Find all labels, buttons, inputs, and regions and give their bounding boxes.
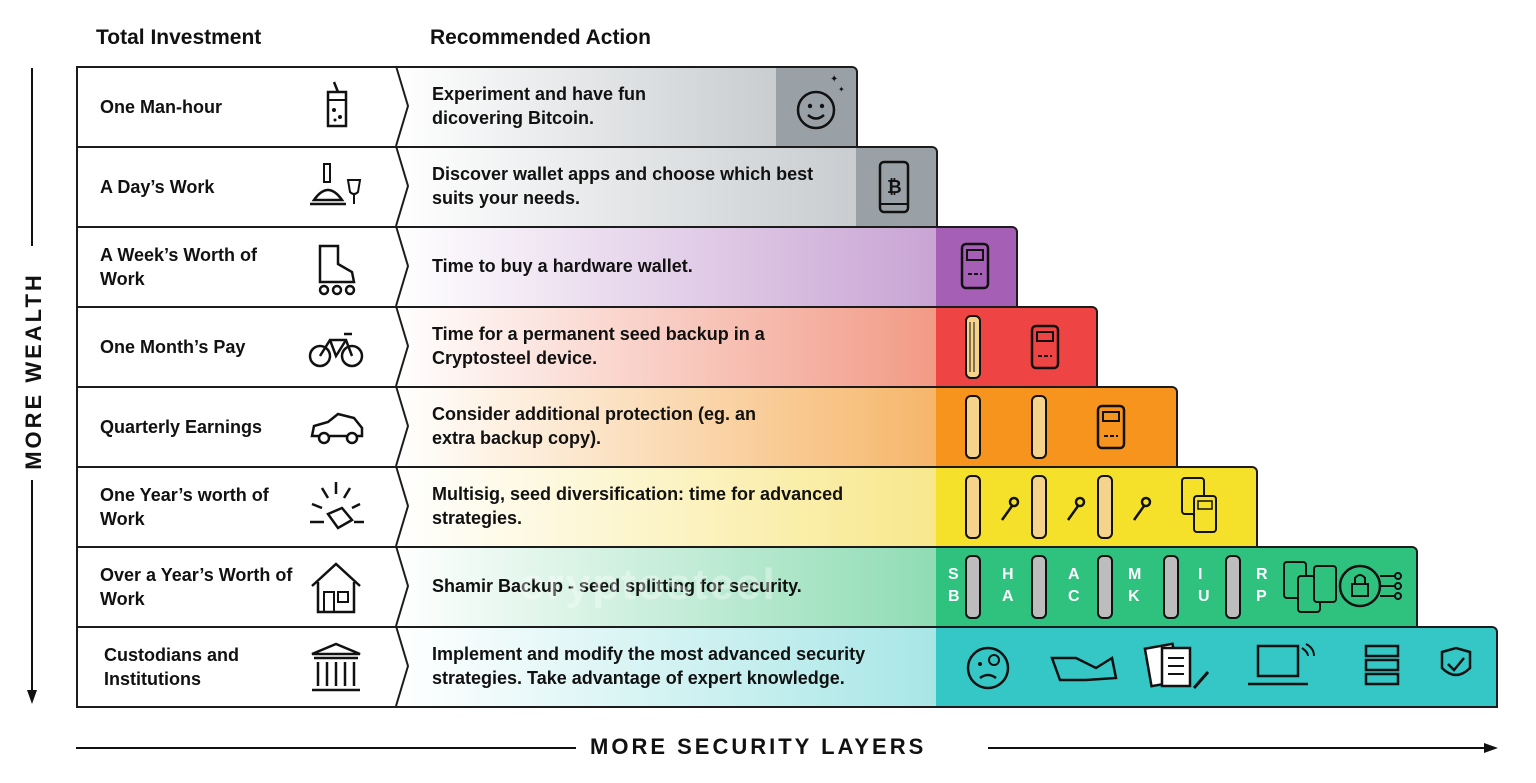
action-bar <box>396 226 1018 308</box>
investment-cell: One Man-hour <box>76 66 398 148</box>
investment-cell: One Year’s worth of Work <box>76 466 398 548</box>
row-chevron <box>395 65 410 147</box>
house-icon <box>311 562 361 614</box>
bicycle-icon <box>308 332 364 368</box>
row-chevron <box>395 225 410 307</box>
action-bar <box>396 306 1098 388</box>
steel-capsules-icon <box>965 395 1126 459</box>
investment-cell: A Week’s Worth of Work <box>76 226 398 308</box>
investment-cell: One Month’s Pay <box>76 306 398 388</box>
action-label: Experiment and have fun dicovering Bitco… <box>432 84 647 128</box>
investment-label: One Man-hour <box>100 97 222 117</box>
investment-label: Over a Year’s Worth of Work <box>100 565 293 609</box>
svg-text:₿: ₿ <box>887 177 902 198</box>
action-label: Shamir Backup - seed splitting for secur… <box>432 576 802 596</box>
row-chevron <box>395 385 410 467</box>
investment-label: A Week’s Worth of Work <box>100 245 258 289</box>
steel-capsule-icon <box>965 315 1060 379</box>
action-label: Consider additional protection (eg. an e… <box>432 404 757 448</box>
investment-cell: A Day’s Work <box>76 146 398 228</box>
total-investment-header: Total Investment <box>96 26 262 49</box>
action-label: Time to buy a hardware wallet. <box>432 256 693 276</box>
action-bar: ₿ <box>396 146 938 228</box>
gold-bar-icon <box>310 482 364 530</box>
wealth-axis-label: MORE WEALTH <box>21 272 46 470</box>
action-label: Implement and modify the most advanced s… <box>432 644 866 688</box>
wealth-axis-line <box>27 68 37 704</box>
shamir-backup-icons <box>965 555 1402 619</box>
action-label: Time for a permanent seed backup in a Cr… <box>432 324 765 368</box>
svg-text:✦: ✦ <box>838 85 845 94</box>
row-chevron <box>395 625 410 707</box>
security-axis-label: MORE SECURITY LAYERS <box>590 734 927 759</box>
action-label: Discover wallet apps and choose which be… <box>432 164 814 208</box>
car-icon <box>310 412 364 445</box>
row-chevron <box>395 305 410 387</box>
investment-label: Custodians and Institutions <box>104 645 240 689</box>
investment-cell: Custodians and Institutions <box>76 626 398 708</box>
recommended-action-header: Recommended Action <box>430 26 651 49</box>
dinner-cloche-icon <box>310 163 362 206</box>
action-bar <box>396 386 1178 468</box>
action-label: Multisig, seed diversification: time for… <box>432 484 844 528</box>
investment-cell: Quarterly Earnings <box>76 386 398 468</box>
drink-glass-icon <box>326 81 348 128</box>
action-bar: ✦ ✦ <box>396 66 858 148</box>
investment-cell: Over a Year’s Worth of Work <box>76 546 398 628</box>
investment-label: One Month’s Pay <box>100 337 246 357</box>
wealth-axis <box>0 60 60 710</box>
action-bar <box>396 626 1498 708</box>
hardware-wallet-icon <box>960 242 990 290</box>
security-axis-line <box>76 743 1498 753</box>
cryptosteel-watermark: cryptosteel <box>520 560 777 609</box>
row-chevron <box>395 545 410 627</box>
action-bar <box>396 466 1258 548</box>
svg-text:✦: ✦ <box>830 74 838 85</box>
phone-bitcoin-icon: ₿ <box>878 160 910 214</box>
row-chevron <box>395 465 410 547</box>
bank-building-icon <box>311 642 361 692</box>
expert-services-icons <box>966 642 1472 690</box>
row-chevron <box>395 145 410 227</box>
investment-label: One Year’s worth of Work <box>100 485 269 529</box>
investment-label: A Day’s Work <box>100 177 215 197</box>
investment-label: Quarterly Earnings <box>100 417 263 437</box>
multisig-keys-icon <box>965 475 1217 539</box>
roller-skate-icon <box>318 244 356 296</box>
smiley-face-icon: ✦ ✦ <box>796 74 845 130</box>
